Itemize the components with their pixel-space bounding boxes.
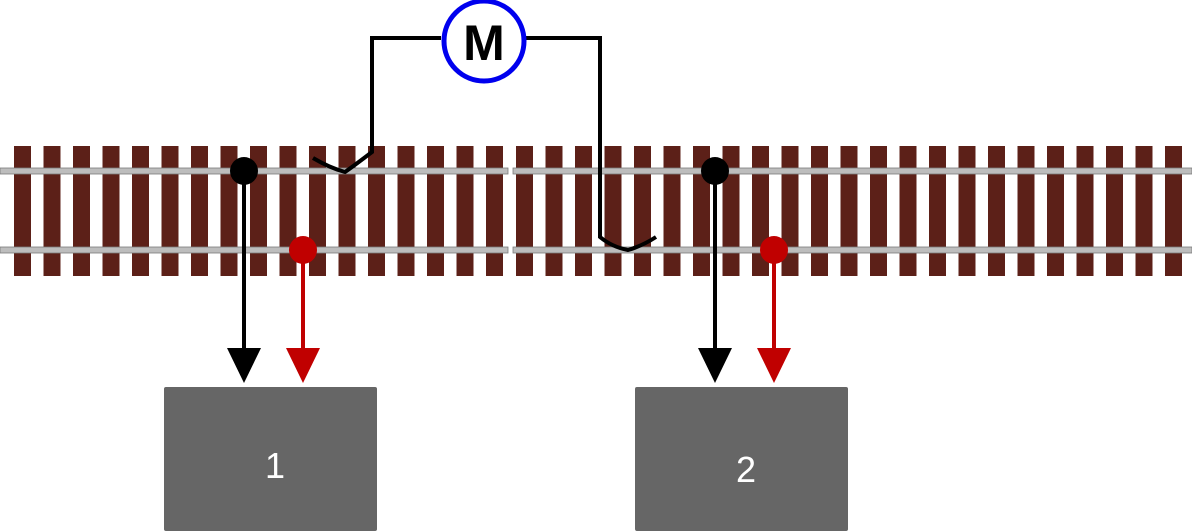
- sleeper: [545, 146, 563, 276]
- sleeper: [338, 146, 356, 276]
- sleeper: [575, 146, 592, 276]
- sleeper: [604, 146, 622, 276]
- sleeper: [634, 146, 651, 276]
- motor-label: M: [463, 15, 505, 71]
- sleeper: [870, 146, 887, 276]
- sleeper: [811, 146, 828, 276]
- sleeper: [368, 146, 385, 276]
- sleeper: [1106, 146, 1123, 276]
- sleeper: [43, 146, 61, 276]
- block-box-1: 1: [164, 387, 377, 531]
- sleeper: [1047, 146, 1064, 276]
- sleeper: [191, 146, 208, 276]
- motor-wire-left: [311, 36, 441, 175]
- rail-section-1-bottom: [0, 246, 509, 254]
- feed-black-2: [698, 157, 732, 383]
- sleeper: [427, 146, 444, 276]
- sleeper: [1076, 146, 1094, 276]
- sleeper: [1017, 146, 1035, 276]
- sleeper: [73, 146, 90, 276]
- motor-wire-right: [526, 36, 658, 253]
- sleeper: [397, 146, 415, 276]
- sleeper: [840, 146, 858, 276]
- track-rails: [0, 167, 1192, 254]
- sleeper: [456, 146, 474, 276]
- feed-red-1: [286, 236, 320, 383]
- sleeper: [929, 146, 946, 276]
- block-box-1-label: 1: [265, 445, 285, 486]
- block-box-2: 2: [635, 387, 848, 531]
- sleeper: [14, 146, 31, 276]
- sleeper: [988, 146, 1005, 276]
- rail-section-2-top: [512, 167, 1192, 175]
- sleeper: [899, 146, 917, 276]
- sleeper: [1165, 146, 1182, 276]
- sleeper: [663, 146, 681, 276]
- motor-symbol: M: [441, 0, 527, 84]
- feed-black-1: [227, 157, 261, 383]
- sleeper: [1135, 146, 1153, 276]
- feed-red-2: [757, 236, 791, 383]
- sleeper: [161, 146, 179, 276]
- sleeper: [516, 146, 533, 276]
- sleeper: [102, 146, 120, 276]
- rail-section-2-bottom: [512, 246, 1192, 254]
- sleeper: [958, 146, 976, 276]
- sleeper: [486, 146, 503, 276]
- sleeper: [132, 146, 149, 276]
- block-box-2-label: 2: [736, 449, 756, 490]
